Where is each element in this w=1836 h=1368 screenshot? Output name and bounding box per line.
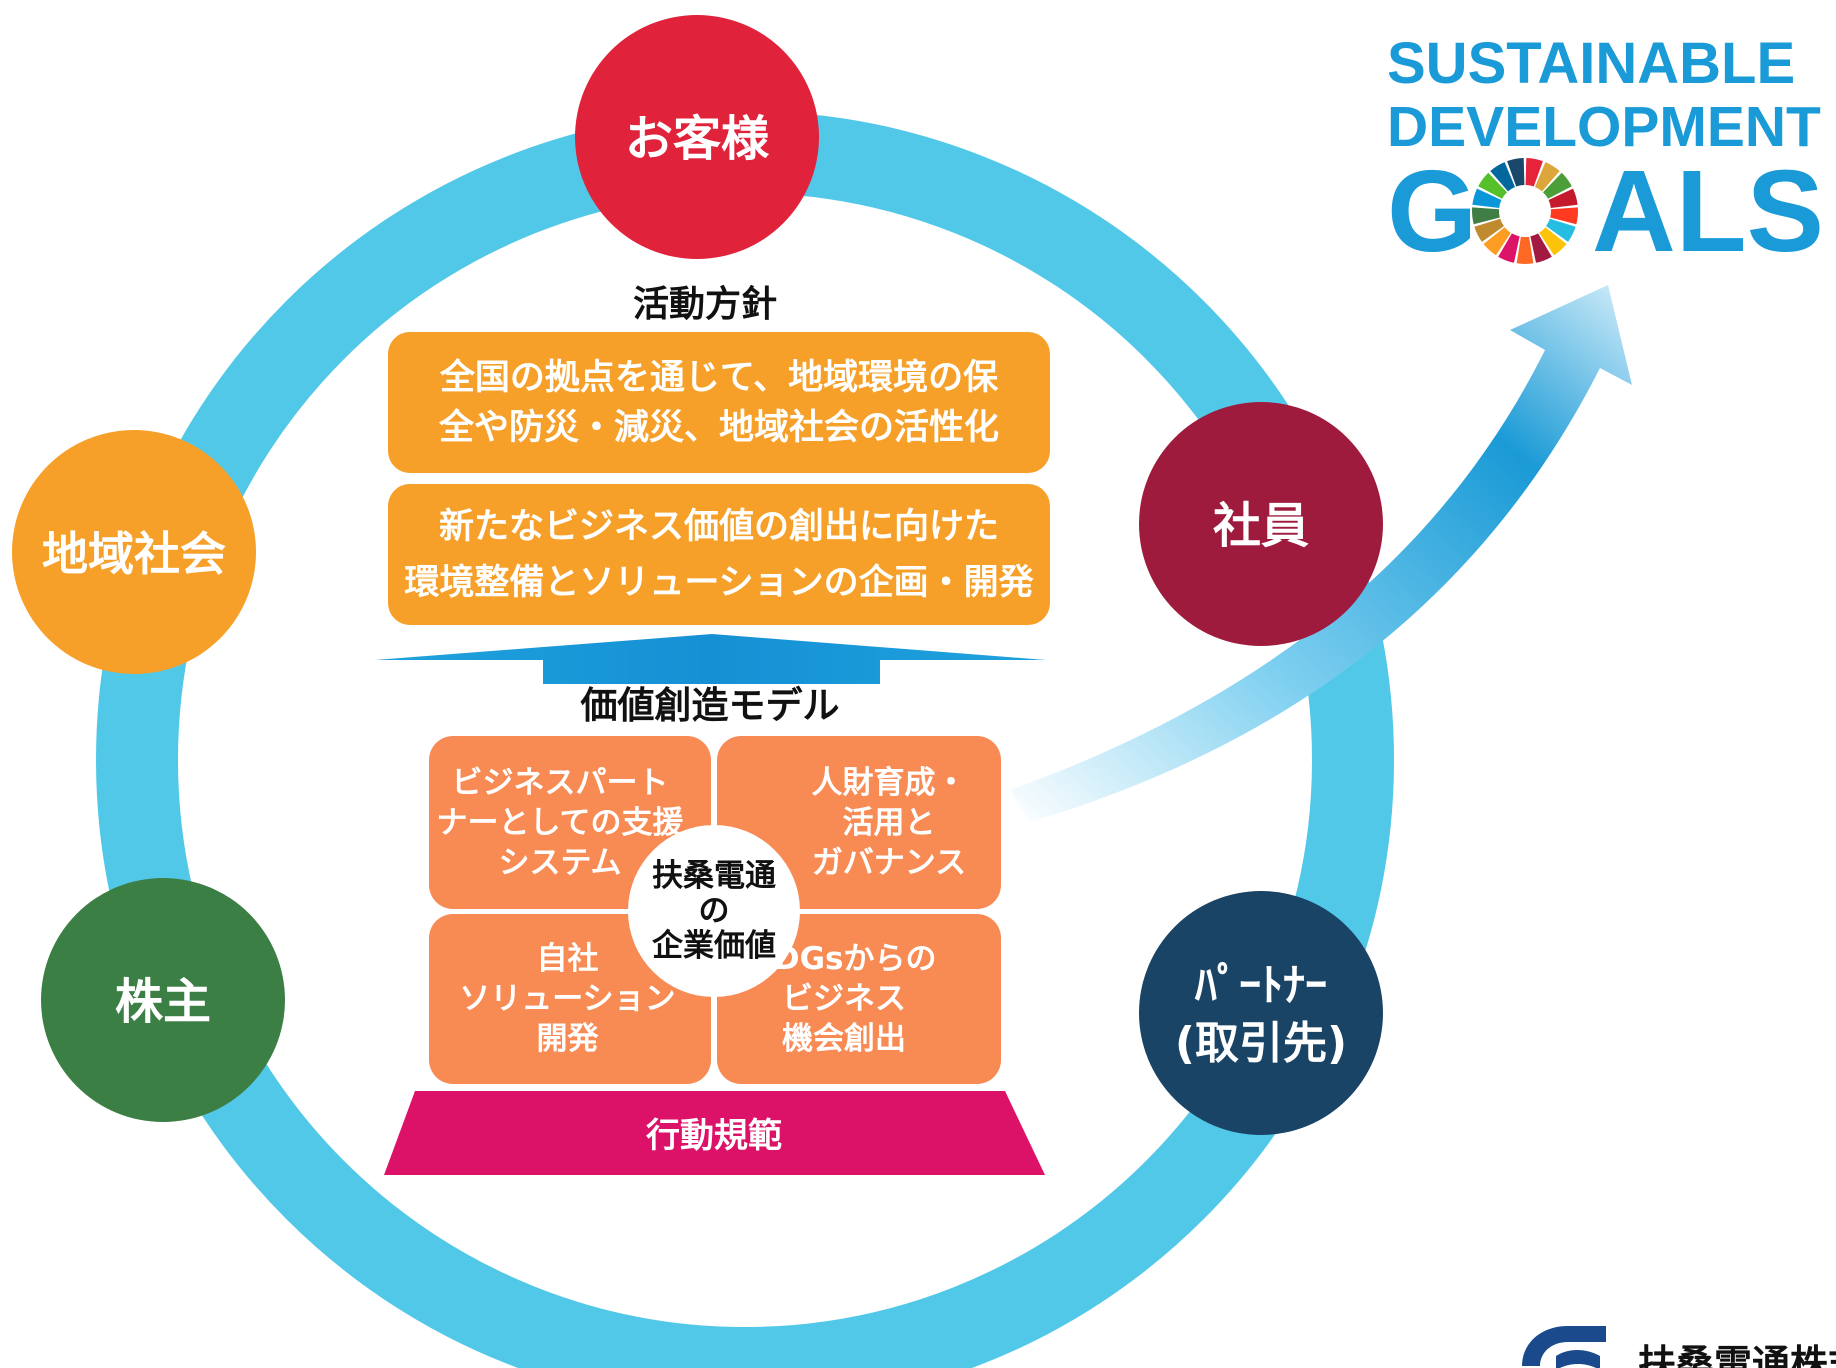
sdg-wheel-icon [1471, 158, 1579, 264]
sdg-wheel-segment [1525, 158, 1543, 187]
stakeholder-customer: お客様 [575, 15, 819, 259]
cell-text: 開発 [536, 1021, 599, 1057]
sdg-logo-line-2: DEVELOPMENT [1387, 95, 1821, 159]
stakeholder-community: 地域社会 [12, 430, 256, 674]
policy-box-2-line-2: 環境整備とソリューションの企画・開発 [404, 562, 1034, 603]
sdg-logo-line-1: SUSTAINABLE [1387, 31, 1796, 96]
cell-text: ビジネス [782, 981, 906, 1017]
sdg-logo-line-3a: G [1387, 146, 1478, 276]
core-text: 企業価値 [652, 927, 776, 964]
sdg-wheel-segment [1474, 218, 1504, 242]
model-heading: 価値創造モデル [580, 684, 840, 727]
cell-text: 機会創出 [782, 1021, 906, 1057]
svg-text:ﾊﾟｰﾄﾅｰ: ﾊﾟｰﾄﾅｰ [1194, 960, 1327, 1011]
sdg-wheel-segment [1507, 158, 1525, 187]
sdg-wheel-segment [1530, 233, 1552, 263]
sdg-wheel-segment [1478, 172, 1507, 199]
sdg-wheel-segment [1535, 162, 1560, 192]
company-logo-icon [1522, 1326, 1606, 1368]
svg-text:地域社会: 地域社会 [42, 527, 226, 581]
sdg-wheel-segment [1516, 236, 1534, 264]
policy-heading: 活動方針 [632, 284, 777, 325]
growth-arrow [1010, 285, 1632, 822]
cell-text: ガバナンス [811, 844, 967, 881]
sdg-wheel-segment [1548, 188, 1578, 208]
sdg-wheel-segment [1543, 172, 1572, 199]
svg-text:株主: 株主 [115, 974, 211, 1030]
sdg-wheel-segment [1546, 218, 1576, 242]
svg-text:社員: 社員 [1213, 498, 1309, 554]
stakeholder-shareholder: 株主 [41, 878, 285, 1122]
code-of-conduct-label: 行動規範 [646, 1116, 782, 1156]
corporate-value-core: 扶桑電通 の 企業価値 [628, 825, 800, 997]
policy-box-1-line-1: 全国の拠点を通じて、地域環境の保 [439, 357, 999, 398]
sdg-wheel-segment [1471, 207, 1500, 225]
sdg-wheel-segment [1483, 227, 1511, 256]
cell-text: ナーとしての支援 [436, 804, 684, 841]
sdg-wheel-segment [1472, 188, 1502, 208]
policy-box-2-line-1: 新たなビジネス価値の創出に向けた [438, 506, 999, 547]
svg-text:お客様: お客様 [625, 111, 770, 167]
cell-text: ビジネスパート [451, 764, 669, 801]
policy-box-1-line-2: 全や防災・減災、地域社会の活性化 [438, 407, 999, 448]
cell-text: システム [498, 844, 622, 881]
sdg-logo-line-3b: ALS [1592, 146, 1824, 276]
cell-text: 人財育成・ [811, 764, 967, 801]
code-of-conduct-base [384, 1091, 1045, 1175]
core-text: 扶桑電通 [652, 857, 776, 894]
policy-chevron [375, 634, 1046, 684]
sdg-wheel-segment [1550, 207, 1579, 225]
stakeholder-employee: 社員 [1139, 402, 1383, 646]
company-logo: 扶桑電通株式 [1516, 1318, 1836, 1368]
cell-text: 自社 [536, 941, 599, 977]
sdg-wheel-segment [1490, 162, 1515, 192]
policy-box-1: 全国の拠点を通じて、地域環境の保 全や防災・減災、地域社会の活性化 [388, 332, 1050, 473]
cell-text: 活用と [842, 804, 936, 841]
policy-box-2: 新たなビジネス価値の創出に向けた 環境整備とソリューションの企画・開発 [388, 484, 1050, 625]
company-logo-text: 扶桑電通株式 [1638, 1342, 1836, 1368]
stakeholder-partner: ﾊﾟｰﾄﾅｰ (取引先) [1139, 891, 1383, 1135]
sdg-wheel-segment [1498, 233, 1520, 263]
cell-text: ソリューション [459, 981, 676, 1017]
sdg-wheel-segment [1539, 227, 1567, 256]
core-text: の [698, 892, 730, 929]
svg-text:(取引先): (取引先) [1175, 1018, 1347, 1069]
